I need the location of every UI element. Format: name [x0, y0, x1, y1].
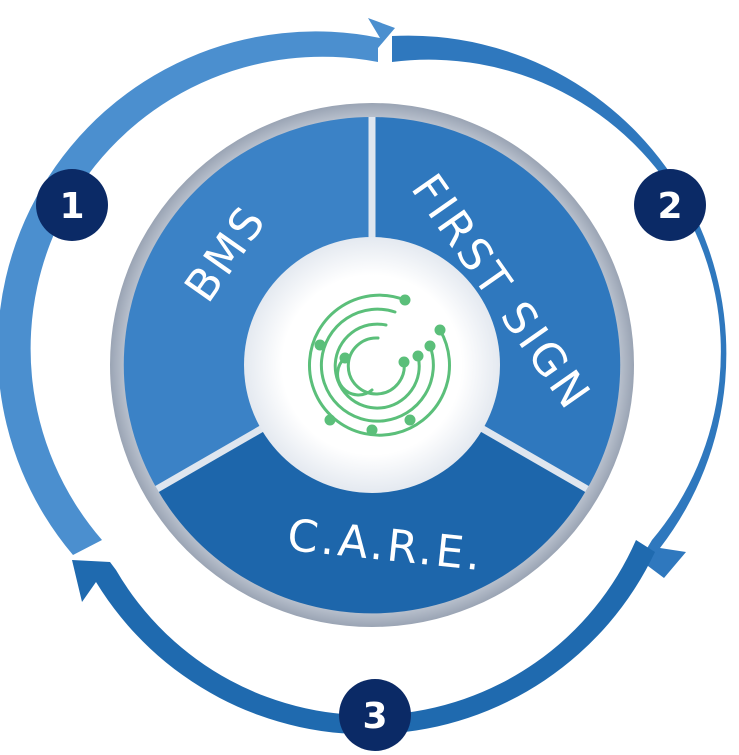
cycle-arrow-1 [0, 18, 395, 555]
circuit-logo-icon [308, 293, 451, 437]
step-number-2: 2 [657, 186, 682, 227]
step-badge-2: 2 [634, 169, 706, 241]
step-badge-3: 3 [339, 679, 411, 751]
cycle-arrow-3 [72, 540, 655, 735]
step-badge-1: 1 [36, 169, 108, 241]
step-number-1: 1 [59, 186, 84, 227]
cycle-arrows [0, 18, 727, 735]
center-hub [244, 237, 500, 493]
step-number-3: 3 [362, 696, 387, 737]
